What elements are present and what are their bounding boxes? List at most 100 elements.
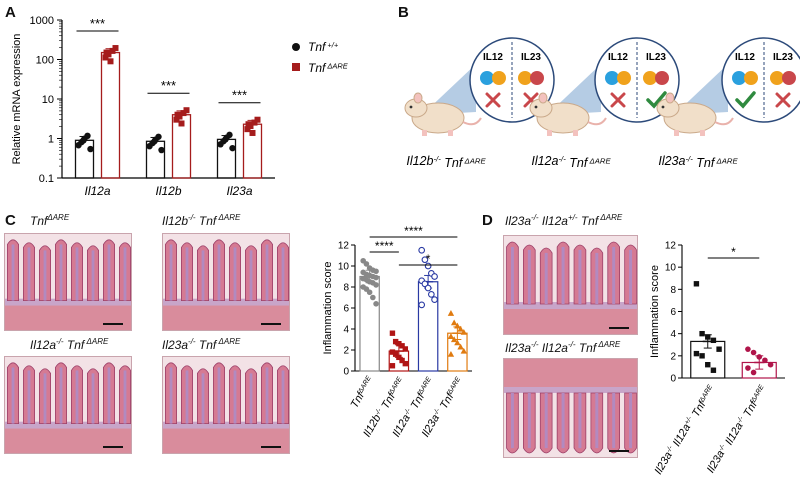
data-point: [699, 330, 705, 337]
histology-label-c: TnfΔARE: [30, 213, 69, 228]
label-superscript: -/-: [188, 337, 196, 346]
label-text: Il12a: [538, 341, 568, 355]
label-text: Il23a: [505, 341, 532, 355]
zoom-wedge: [674, 64, 728, 115]
label-superscript: ΔARE: [216, 337, 241, 346]
x-category-label: Il12a: [84, 184, 110, 198]
mouse-genotype-label: Il12a-/- Tnf ΔARE: [531, 154, 611, 170]
data-point: [249, 129, 256, 136]
data-point: [173, 116, 180, 123]
y-axis-label: Inflammation score: [649, 265, 661, 358]
data-point: [460, 328, 468, 335]
il12-status-check-icon: [735, 91, 756, 109]
data-point: [750, 349, 757, 356]
data-point: [392, 351, 399, 357]
muscle-layer: [5, 304, 131, 330]
data-point: [373, 274, 379, 281]
y-tick-label: 0: [670, 374, 676, 385]
il23-subunit-p40: [643, 71, 657, 85]
data-point: [454, 322, 461, 329]
legend-label-ko: Tnf ΔARE: [308, 61, 349, 75]
muscle-layer: [5, 427, 131, 453]
mouse-ear: [665, 92, 675, 104]
il12-subunit-p35: [732, 71, 746, 85]
data-point: [366, 289, 373, 296]
data-point: [447, 351, 455, 357]
il23-subunit-p40: [518, 71, 532, 85]
label-superscript: ΔARE: [216, 213, 241, 222]
legend-label-wt: Tnf +/+: [308, 40, 339, 54]
label-superscript: -/-: [531, 340, 539, 349]
mucosa-layer: [5, 298, 131, 306]
significance-label: ***: [232, 88, 247, 103]
data-point: [226, 131, 233, 139]
panel-letter-c: C: [5, 212, 16, 229]
data-point: [750, 369, 757, 376]
data-point: [373, 268, 379, 275]
data-point: [450, 336, 458, 343]
mouse-leg: [573, 130, 578, 136]
il12-subunit-p40: [744, 71, 758, 85]
y-tick-label: 10: [338, 262, 350, 273]
data-point: [427, 290, 435, 298]
label-text: Tnf: [195, 214, 217, 228]
data-point: [87, 145, 94, 153]
muscle-layer: [163, 427, 289, 453]
y-tick-label: 10: [665, 263, 677, 274]
data-point: [457, 343, 464, 350]
significance-label: *: [426, 252, 431, 266]
label-text: Il23a: [162, 338, 189, 352]
legend-marker-wt: [292, 43, 300, 51]
label-superscript: ΔARE: [47, 213, 70, 222]
label-text: Tnf: [577, 214, 599, 228]
il12-subunit-p35: [605, 71, 619, 85]
data-point: [102, 54, 109, 61]
il12-subunit-p40: [617, 71, 631, 85]
il23-label: IL23: [773, 52, 793, 63]
data-point: [373, 282, 379, 288]
histology-image-c-image: [5, 239, 131, 330]
data-point: [103, 49, 110, 56]
y-tick-label: 8: [343, 283, 349, 294]
mouse-genotype-label: Il23a-/- Tnf ΔARE: [658, 154, 738, 170]
y-axis-label: Relative mRNA expression: [11, 34, 23, 165]
panel-letter-d: D: [482, 212, 493, 229]
label-text: Il23a: [505, 214, 532, 228]
il12-status-cross-icon: [610, 92, 626, 108]
significance-label: ***: [90, 16, 105, 31]
histology-image-c: [4, 233, 132, 331]
data-point: [402, 346, 409, 352]
mouse-tail: [714, 117, 734, 126]
label-text: Il12b: [162, 214, 189, 228]
label-superscript: -/-: [56, 337, 64, 346]
il23-label: IL23: [646, 52, 666, 63]
data-point: [457, 325, 464, 332]
mouse-eye: [534, 105, 538, 109]
x-category-label: Il23a: [226, 184, 252, 198]
data-point: [454, 339, 461, 346]
histology-label-c: Il12a-/- Tnf ΔARE: [30, 337, 108, 352]
il23-subunit-p19: [655, 71, 669, 85]
mouse-leg: [422, 130, 427, 136]
data-point: [174, 111, 181, 118]
mouse-leg: [547, 130, 552, 136]
y-tick-label: 6: [670, 307, 676, 318]
x-category-label: TnfΔARE: [349, 374, 377, 410]
label-superscript: ΔARE: [84, 337, 109, 346]
label-text: Tnf: [63, 338, 85, 352]
data-point: [716, 346, 722, 352]
mucosa-layer: [5, 421, 131, 429]
y-tick-label: 0: [343, 367, 349, 378]
histology-image-c: [162, 233, 290, 331]
legend-marker-ko: [292, 63, 300, 71]
data-point: [244, 126, 251, 133]
y-axis-label: Inflammation score: [322, 262, 334, 355]
mucosa-layer: [163, 421, 289, 429]
x-category-label: Il12b: [155, 184, 181, 198]
y-tick-label: 4: [343, 325, 349, 336]
data-point: [447, 333, 455, 339]
y-tick-label: 2: [343, 346, 349, 357]
